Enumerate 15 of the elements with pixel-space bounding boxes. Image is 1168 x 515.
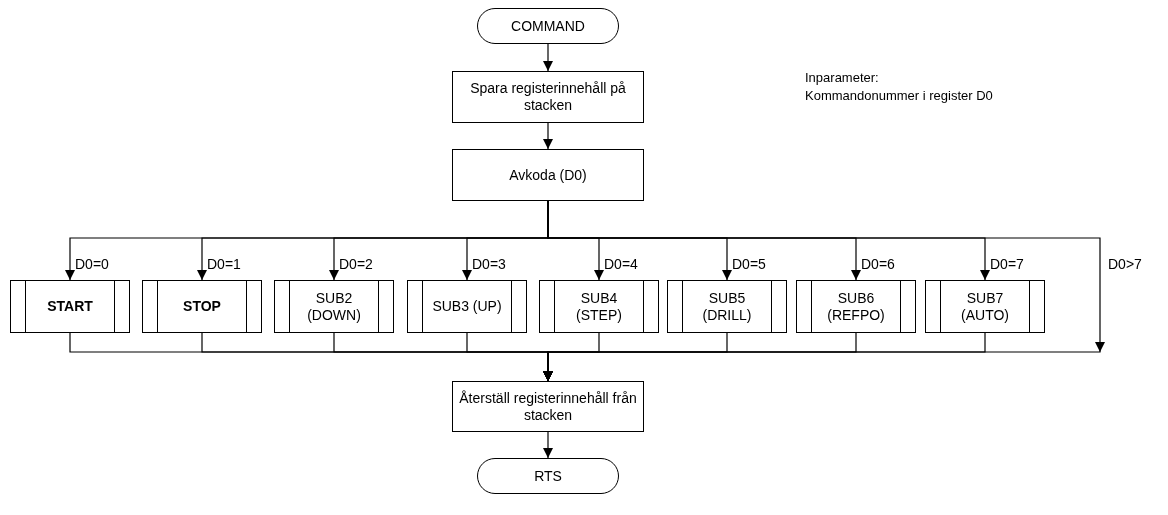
note-text: Inparameter:	[805, 70, 879, 85]
subroutine-box: SUB2 (DOWN)	[274, 280, 394, 333]
terminal-box: COMMAND	[477, 8, 619, 44]
subroutine-box: SUB5 (DRILL)	[667, 280, 787, 333]
note-text: Kommandonummer i register D0	[805, 88, 993, 103]
subroutine-box: SUB4 (STEP)	[539, 280, 659, 333]
subroutine-box: SUB3 (UP)	[407, 280, 527, 333]
process-box: Spara registerinnehåll på stacken	[452, 71, 644, 123]
subroutine-box: START	[10, 280, 130, 333]
process-box: Avkoda (D0)	[452, 149, 644, 201]
subroutine-box: STOP	[142, 280, 262, 333]
process-box: Återställ registerinnehåll från stacken	[452, 381, 644, 432]
terminal-box: RTS	[477, 458, 619, 494]
subroutine-box: SUB6 (REFPO)	[796, 280, 916, 333]
subroutine-box: SUB7 (AUTO)	[925, 280, 1045, 333]
